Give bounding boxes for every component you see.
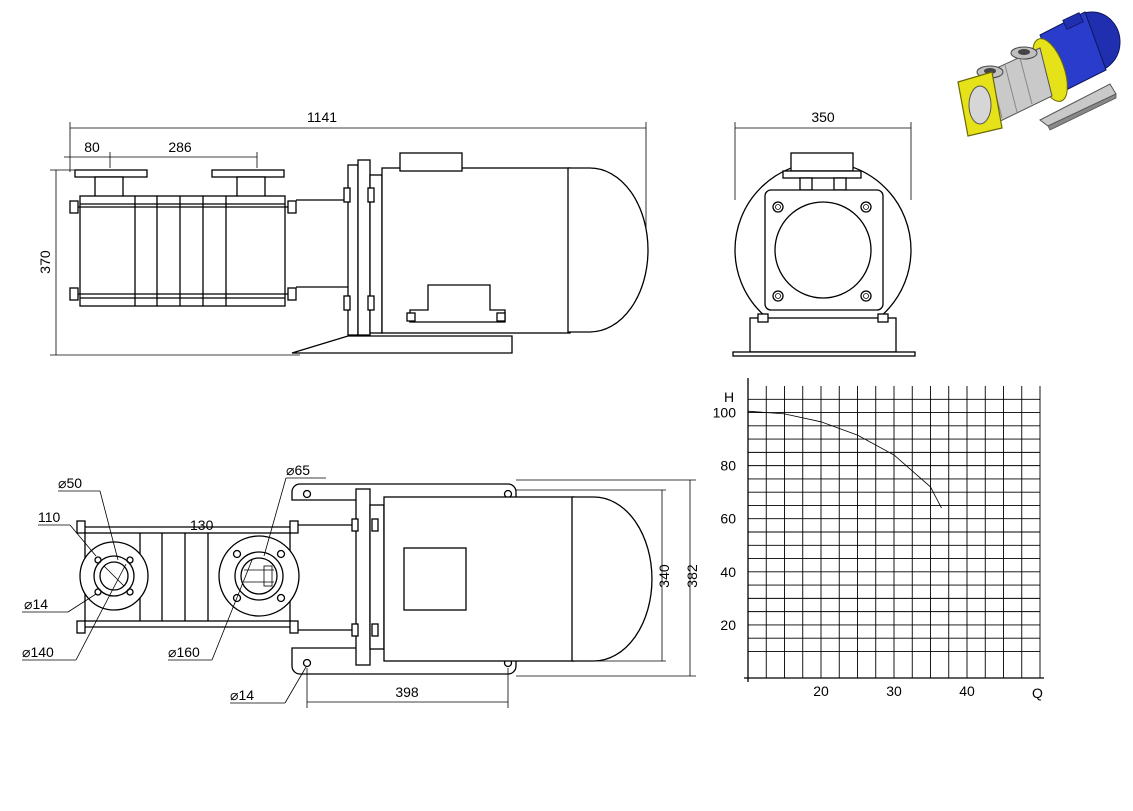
label-base-hole: ⌀14 — [230, 687, 254, 703]
label-flange-outer2: ⌀160 — [168, 644, 200, 660]
chart-y-tick-label: 80 — [720, 458, 736, 474]
label-flange-dn2: ⌀65 — [286, 462, 310, 478]
chart-y-axis-label: H — [724, 389, 734, 405]
label-flange-dn1: ⌀50 — [58, 475, 82, 491]
chart-y-tick-label: 40 — [720, 564, 736, 580]
side-view: 1141 80 286 370 — [37, 109, 649, 356]
isometric-view — [957, 11, 1121, 137]
chart-y-tick-label: 60 — [720, 511, 736, 527]
dim-base-length: 398 — [395, 684, 419, 700]
dim-overall-length: 1141 — [307, 109, 337, 125]
dim-base-width-inner: 340 — [656, 564, 672, 588]
dim-base-width-outer: 382 — [684, 564, 700, 588]
chart-x-tick-label: 40 — [959, 683, 975, 699]
chart-grid — [744, 378, 1044, 682]
dim-height: 370 — [37, 250, 53, 274]
dim-inlet-offset: 80 — [84, 139, 100, 155]
label-bolt-circle: 110 — [38, 509, 61, 525]
end-view: 350 — [732, 109, 916, 357]
chart-x-tick-label: 20 — [813, 683, 829, 699]
chart-ticks: 20 40 60 80 100 20 30 40 — [713, 405, 975, 699]
chart-y-tick-label: 20 — [720, 617, 736, 633]
plan-view: 340 382 398 ⌀50 110 130 ⌀65 ⌀14 ⌀140 ⌀16… — [22, 462, 700, 708]
label-bolt-hole: ⌀14 — [24, 596, 48, 612]
dim-port-spacing: 286 — [168, 139, 192, 155]
chart-curve-series-1 — [747, 410, 942, 509]
chart-y-tick-label: 100 — [713, 405, 737, 421]
dim-end-width: 350 — [811, 109, 835, 125]
chart-x-axis-label: Q — [1032, 685, 1043, 701]
label-flange-outer1: ⌀140 — [22, 644, 54, 660]
performance-chart: 20 40 60 80 100 20 30 40 H Q — [713, 378, 1044, 701]
label-flange-spacing: 130 — [190, 517, 214, 533]
chart-x-tick-label: 30 — [886, 683, 902, 699]
